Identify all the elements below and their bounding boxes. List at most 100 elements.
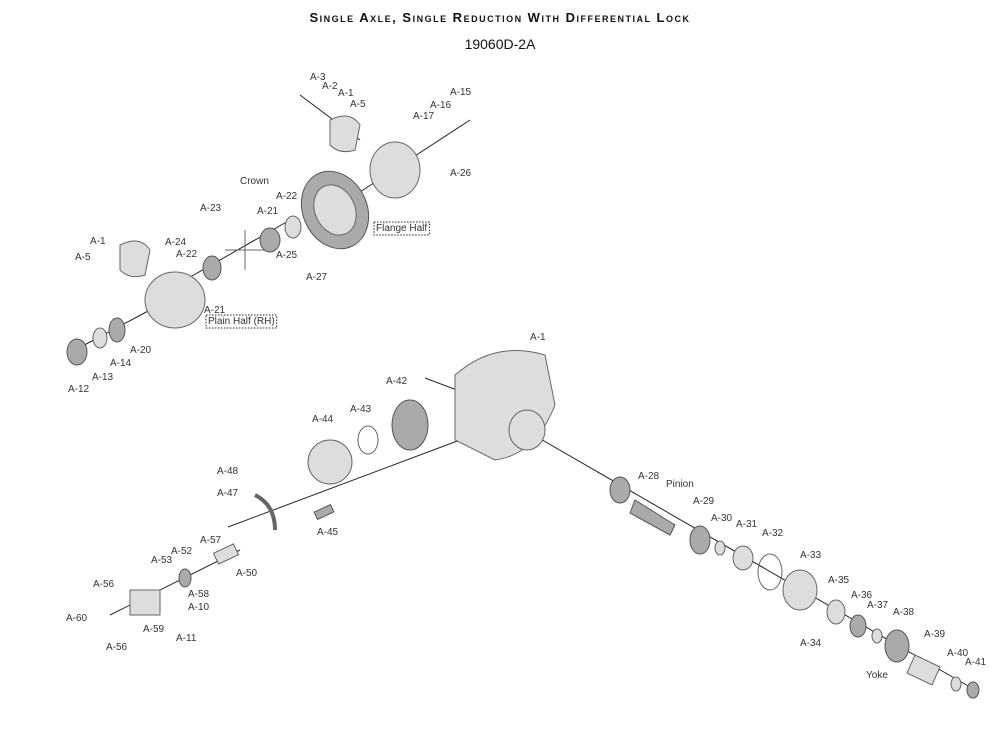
part-label-a-59: A-59: [143, 624, 165, 635]
shift-cylinder: [212, 543, 240, 565]
bearing-cup: [732, 545, 754, 571]
boxed-label-plain-half: Plain Half (RH): [205, 314, 278, 329]
part-label-a-10: A-10: [188, 602, 210, 613]
boxed-label-frame: [373, 221, 430, 236]
part-label-a-1: A-1: [338, 88, 354, 99]
snap-ring: [357, 425, 379, 455]
part-label-a-42: A-42: [386, 376, 408, 387]
part-label-a-35: A-35: [828, 575, 850, 586]
part-label-a-24: A-24: [165, 237, 187, 248]
part-label-a-34: A-34: [800, 638, 822, 649]
part-label-a-23: A-23: [200, 203, 222, 214]
part-label-a-13: A-13: [92, 372, 114, 383]
part-label-a-48: A-48: [217, 466, 239, 477]
part-label-a-50: A-50: [236, 568, 258, 579]
part-label-a-16: A-16: [430, 100, 452, 111]
thrust-washer: [284, 215, 302, 239]
part-label-a-56: A-56: [106, 642, 128, 653]
part-label-a-11: A-11: [176, 633, 197, 644]
spring: [313, 503, 335, 521]
yoke: [906, 654, 941, 686]
bearing-cap-upper: [329, 115, 361, 153]
flange-half-case: [369, 141, 421, 199]
model-number: 19060D-2A: [464, 36, 536, 52]
part-label-a-14: A-14: [110, 358, 132, 369]
sliding-clutch: [307, 439, 353, 485]
housing-pinion-bore: [508, 409, 546, 451]
outer-cup: [826, 599, 846, 625]
part-label-a-32: A-32: [762, 528, 784, 539]
nut: [966, 681, 980, 699]
shim: [757, 553, 783, 591]
part-label-a-22: A-22: [276, 191, 298, 202]
parts: [66, 115, 980, 699]
part-label-a-3: A-3: [310, 72, 326, 83]
crown-gear-bore: [313, 184, 357, 236]
bearing-cone-left: [108, 317, 126, 343]
part-label-a-26: A-26: [450, 168, 472, 179]
part-label-crown: Crown: [240, 176, 269, 187]
bearing-cap-lower: [119, 240, 151, 278]
part-label-a-39: A-39: [924, 629, 946, 640]
part-label-a-5: A-5: [350, 99, 366, 110]
outer-cone: [849, 614, 867, 638]
part-label-a-25: A-25: [276, 250, 298, 261]
part-label-a-20: A-20: [130, 345, 152, 356]
part-label-a-58: A-58: [188, 589, 210, 600]
part-label-a-44: A-44: [312, 414, 334, 425]
part-label-a-21: A-21: [204, 305, 226, 316]
boxed-label-flange-half: Flange Half: [373, 221, 430, 236]
pinion-cone: [689, 525, 711, 555]
part-label-a-12: A-12: [68, 384, 90, 395]
part-label-a-40: A-40: [947, 648, 969, 659]
part-label-a-33: A-33: [800, 550, 822, 561]
part-label-a-52: A-52: [171, 546, 193, 557]
plain-half-case: [144, 271, 206, 329]
part-label-a-28: A-28: [638, 471, 660, 482]
part-label-a-60: A-60: [66, 613, 88, 624]
pinion-gear: [629, 499, 676, 536]
part-label-a-57: A-57: [200, 535, 222, 546]
part-label-a-2: A-2: [322, 81, 338, 92]
part-label-a-53: A-53: [151, 555, 173, 566]
part-label-a-1: A-1: [530, 332, 546, 343]
bearing-cage: [782, 569, 818, 611]
lock-ring-gear: [391, 399, 429, 451]
part-label-a-30: A-30: [711, 513, 733, 524]
boxed-label-text: Plain Half (RH): [208, 316, 275, 327]
part-label-a-36: A-36: [851, 590, 873, 601]
adjusting-ring: [66, 338, 88, 366]
part-label-a-45: A-45: [317, 527, 339, 538]
part-label-a-43: A-43: [350, 404, 372, 415]
part-label-a-22: A-22: [176, 249, 198, 260]
pinion-bearing: [609, 476, 631, 504]
part-label-a-47: A-47: [217, 488, 239, 499]
washer: [950, 676, 962, 692]
oil-seal: [884, 629, 910, 663]
part-label-a-15: A-15: [450, 87, 472, 98]
part-label-yoke: Yoke: [866, 670, 888, 681]
part-label-a-38: A-38: [893, 607, 915, 618]
side-gear-lower: [202, 255, 222, 281]
side-gear-upper: [259, 227, 281, 253]
cover: [129, 589, 161, 616]
part-label-a-41: A-41: [965, 657, 987, 668]
spacer: [714, 540, 726, 556]
part-label-a-31: A-31: [736, 519, 758, 530]
part-label-a-29: A-29: [693, 496, 715, 507]
part-label-a-27: A-27: [306, 272, 328, 283]
part-label-a-21: A-21: [257, 206, 279, 217]
seal-spacer: [871, 628, 883, 644]
diagram-title: Single Axle, Single Reduction With Diffe…: [309, 10, 691, 25]
shift-fork: [254, 493, 277, 531]
piston: [178, 568, 192, 588]
part-label-a-56: A-56: [93, 579, 115, 590]
spider: [225, 230, 265, 270]
axis-lock: [227, 439, 461, 528]
part-label-pinion: Pinion: [666, 479, 694, 490]
part-labels: A-3A-2A-1A-5A-15A-16A-17A-26CrownA-22A-2…: [66, 72, 987, 681]
part-label-a-1: A-1: [90, 236, 106, 247]
part-label-a-37: A-37: [867, 600, 889, 611]
